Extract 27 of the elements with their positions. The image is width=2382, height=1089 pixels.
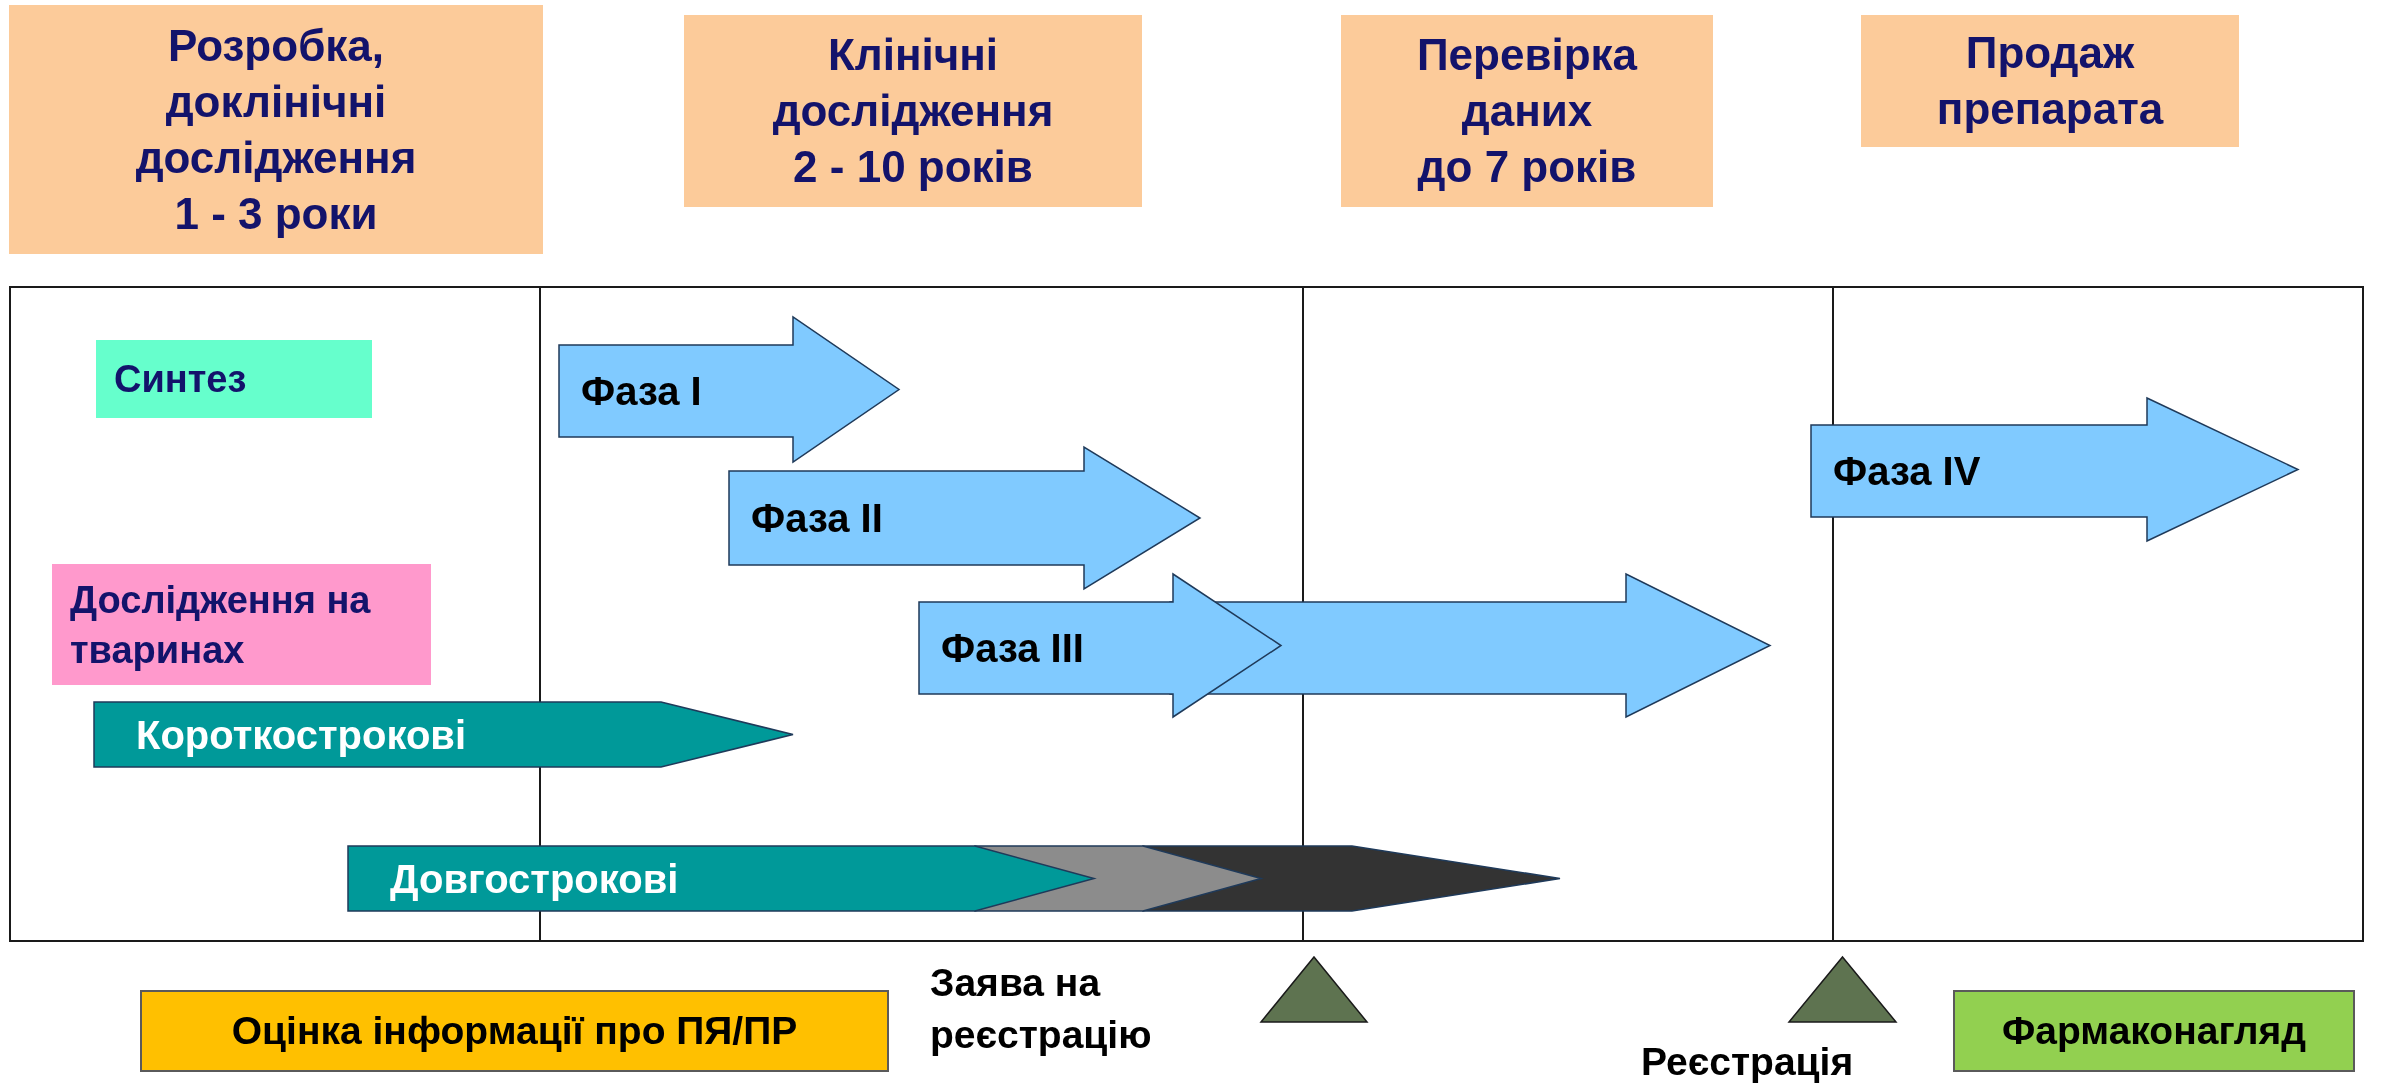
phase-label: Фаза I (581, 369, 702, 413)
process-box (140, 990, 889, 1072)
activity-box (52, 564, 431, 685)
stage-box (1861, 15, 2239, 147)
milestone-label: Реєстрація (1641, 1039, 1855, 1085)
activity-box (96, 340, 372, 418)
phase-label: Фаза IV (1833, 449, 1981, 493)
phase-label: Фаза III (941, 626, 1084, 670)
timeline-frame (9, 286, 2364, 942)
stage-title: 2 - 10 років (793, 141, 1033, 193)
study-label: Довгострокові (390, 856, 679, 901)
stage-box (1341, 15, 1713, 207)
stage-title: Продаж препарата (1935, 27, 2165, 135)
stage-title: Розробка, доклінічні дослідження (134, 19, 418, 184)
phase-label: Фаза II (751, 496, 883, 540)
stage-title: до 7 років (1417, 141, 1637, 193)
study-label: Короткострокові (136, 712, 467, 757)
activity-label: Дослідження на тваринах (70, 577, 372, 673)
process-label: Фармаконагляд (2002, 1009, 2306, 1053)
stage-title: Клінічні дослідження (771, 29, 1055, 137)
stage-box (684, 15, 1142, 207)
stage-box (9, 5, 543, 254)
process-box (1953, 990, 2355, 1072)
activity-label: Синтез (114, 357, 247, 402)
stage-title: 1 - 3 роки (174, 187, 378, 240)
process-label: Оцінка інформації про ПЯ/ПР (231, 1009, 798, 1053)
milestone-label: Заява на реєстрацію (930, 960, 1153, 1058)
